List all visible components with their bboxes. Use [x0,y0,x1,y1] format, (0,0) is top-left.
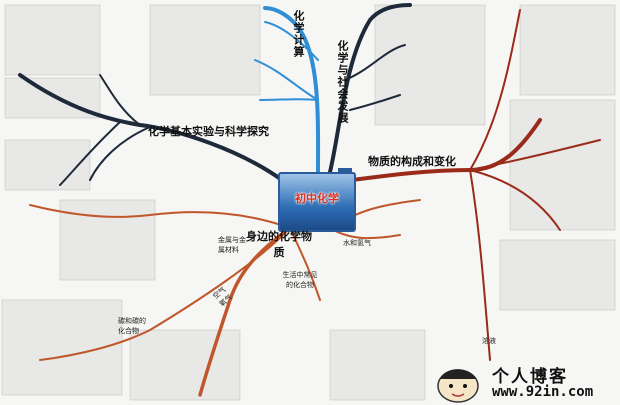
branch-label-substances: 身边的化学物质 [246,230,312,259]
central-topic-node[interactable]: 初中化学 [278,168,356,232]
sub-label-carbon: 碳和碳的化合物 [118,317,146,335]
central-topic-title: 初中化学 [295,192,339,205]
watermark-url[interactable]: www.92in.com [492,384,594,400]
branch-label-experiment: 化学基本实验与科学探究 [148,125,269,138]
blog-watermark: 个人博客 www.92in.com [430,362,620,405]
branch-label-society: 化学与社会发展 [336,40,349,124]
sub-label-common: 生活中常见的化合物 [282,271,318,289]
sub-label-water: 水和氢气 [343,239,371,247]
sub-label-solution: 溶液 [482,337,496,345]
sub-label-metals: 金属与金属材料 [218,236,246,254]
mascot-face-icon [437,369,479,403]
node-tab [338,168,352,174]
branch-label-matter: 物质的构成和变化 [368,155,456,168]
branch-label-calc: 化学计算 [292,10,305,58]
watermark-title: 个人博客 [492,367,568,387]
